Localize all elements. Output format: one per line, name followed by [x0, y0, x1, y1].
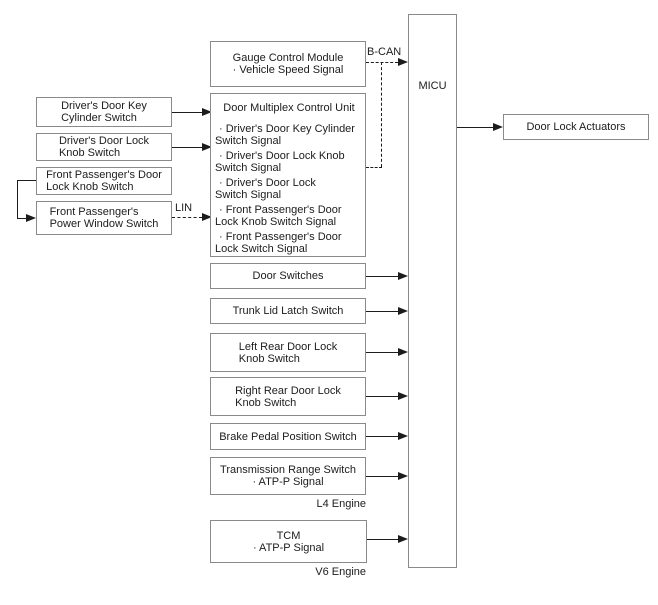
box-drivers-door-lock-knob-switch: Driver's Door Lock Knob Switch — [36, 133, 172, 161]
box-door-switches: Door Switches — [210, 263, 366, 289]
door-switches-label: Door Switches — [252, 270, 324, 282]
signal-item: · Front Passenger's Door Lock Knob Switc… — [215, 204, 342, 228]
drivers-door-key-cylinder-switch-label: Driver's Door Key Cylinder Switch — [61, 100, 147, 124]
door-multiplex-control-unit-title: Door Multiplex Control Unit — [223, 102, 355, 114]
vehicle-speed-signal-label: · Vehicle Speed Signal — [232, 64, 344, 76]
connector-trunk-lid — [366, 311, 398, 312]
box-gauge-control-module: Gauge Control Module · Vehicle Speed Sig… — [210, 41, 366, 87]
arrowhead — [398, 348, 408, 356]
front-passengers-door-lock-knob-switch-label: Front Passenger's Door Lock Knob Switch — [46, 169, 162, 193]
signal-item: · Driver's Door Key Cylinder Switch Sign… — [215, 123, 355, 147]
tcm-atpp-signal-label: · ATP-P Signal — [252, 541, 325, 554]
transmission-range-switch-title: Transmission Range Switch — [220, 464, 356, 476]
connector-left-rear — [366, 352, 398, 353]
connector-brake-pedal — [366, 436, 398, 437]
box-drivers-door-key-cylinder-switch: Driver's Door Key Cylinder Switch — [36, 97, 172, 127]
v6-engine-note: V6 Engine — [315, 566, 366, 578]
connector-bcan-dashed — [366, 62, 398, 63]
connector-bcan-branch-to-dmcu — [366, 167, 382, 168]
arrowhead — [493, 123, 503, 131]
signal-item: · Driver's Door Lock Knob Switch Signal — [215, 150, 345, 174]
atpp-signal-label: · ATP-P Signal — [252, 476, 324, 488]
arrowhead — [398, 392, 408, 400]
connector-lin-dashed — [172, 217, 202, 218]
box-brake-pedal-position-switch: Brake Pedal Position Switch — [210, 423, 366, 450]
arrowhead — [398, 432, 408, 440]
box-door-multiplex-control-unit: Door Multiplex Control Unit · Driver's D… — [210, 93, 366, 257]
connector-bcan-branch-vertical — [381, 62, 382, 167]
box-transmission-range-switch: Transmission Range Switch · ATP-P Signal — [210, 457, 366, 495]
signal-item: · Driver's Door Lock Switch Signal — [215, 177, 316, 201]
signal-item: · Front Passenger's Door Lock Switch Sig… — [215, 231, 342, 255]
arrowhead — [398, 272, 408, 280]
box-front-passengers-power-window-switch: Front Passenger's Power Window Switch — [36, 201, 172, 235]
connector-fp-loop-in — [17, 218, 27, 219]
box-left-rear-door-lock-knob-switch: Left Rear Door Lock Knob Switch — [210, 333, 366, 372]
box-right-rear-door-lock-knob-switch: Right Rear Door Lock Knob Switch — [210, 377, 366, 416]
arrowhead — [202, 213, 212, 221]
lin-bus-label: LIN — [174, 202, 194, 214]
l4-engine-note: L4 Engine — [316, 498, 366, 510]
brake-pedal-position-switch-label: Brake Pedal Position Switch — [219, 430, 357, 443]
connector-right-rear — [366, 396, 398, 397]
arrowhead — [26, 214, 36, 222]
left-rear-door-lock-knob-switch-label: Left Rear Door Lock Knob Switch — [238, 340, 338, 365]
gauge-control-module-title: Gauge Control Module — [232, 52, 344, 64]
box-front-passengers-door-lock-knob-switch: Front Passenger's Door Lock Knob Switch — [36, 167, 172, 195]
connector-transmission — [366, 476, 398, 477]
door-lock-actuators-label: Door Lock Actuators — [526, 121, 626, 133]
front-passengers-power-window-switch-label: Front Passenger's Power Window Switch — [49, 206, 159, 230]
tcm-title: TCM — [276, 529, 301, 542]
connector-fp-loop-vertical — [17, 180, 18, 219]
arrowhead — [398, 58, 408, 66]
trunk-lid-latch-switch-label: Trunk Lid Latch Switch — [232, 305, 344, 317]
box-door-lock-actuators: Door Lock Actuators — [503, 114, 649, 140]
connector-lock-knob-to-dmcu — [172, 147, 202, 148]
right-rear-door-lock-knob-switch-label: Right Rear Door Lock Knob Switch — [235, 384, 341, 409]
arrowhead — [202, 108, 212, 116]
bcan-bus-label: B-CAN — [366, 46, 403, 58]
connector-micu-to-actuators — [457, 127, 493, 128]
connector-tcm — [366, 539, 398, 540]
arrowhead — [202, 143, 212, 151]
drivers-door-lock-knob-switch-label: Driver's Door Lock Knob Switch — [58, 135, 150, 159]
box-trunk-lid-latch-switch: Trunk Lid Latch Switch — [210, 298, 366, 324]
arrowhead — [398, 307, 408, 315]
connector-door-switches — [366, 276, 398, 277]
connector-key-cylinder-to-dmcu — [172, 112, 202, 113]
connector-fp-lock-knob-out — [17, 180, 36, 181]
box-micu: MICU — [408, 14, 457, 568]
arrowhead — [398, 472, 408, 480]
arrowhead — [398, 535, 408, 543]
micu-label: MICU — [418, 80, 447, 92]
door-multiplex-signal-list: · Driver's Door Key Cylinder Switch Sign… — [215, 120, 363, 255]
box-tcm: TCM · ATP-P Signal — [210, 520, 367, 563]
